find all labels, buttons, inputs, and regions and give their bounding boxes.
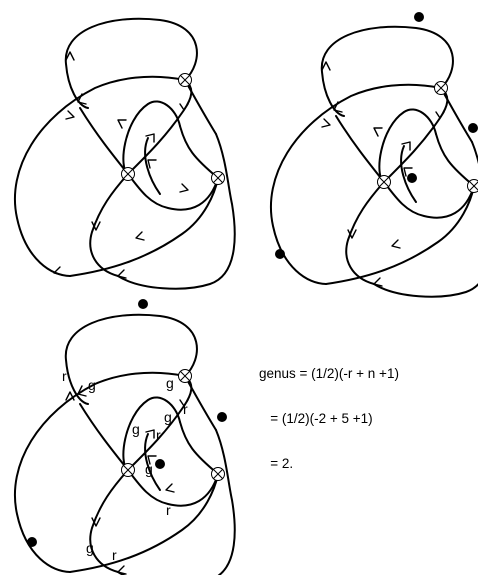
dot-top <box>138 299 148 309</box>
label-r: r <box>62 368 67 384</box>
formula-line-1: genus = (1/2)(-r + n +1) <box>259 366 399 381</box>
label-r: r <box>183 401 188 417</box>
label-g: g <box>164 409 172 425</box>
dot-center <box>407 173 417 183</box>
formula-line-2: = (1/2)(-2 + 5 +1) <box>259 411 373 426</box>
label-g: g <box>86 540 94 556</box>
dot-left <box>275 249 285 259</box>
genus-formula: genus = (1/2)(-r + n +1) = (1/2)(-2 + 5 … <box>259 336 399 486</box>
label-g: g <box>145 461 153 477</box>
label-g: g <box>166 375 174 391</box>
dot-center <box>155 459 165 469</box>
label-r: r <box>112 547 117 563</box>
dot-right <box>468 123 478 133</box>
label-r: r <box>156 427 161 443</box>
knot-diagram-panel-3: r g g g r g r g r g r <box>13 299 236 575</box>
label-g: g <box>132 421 140 437</box>
knot-diagram-panel-1 <box>13 17 236 290</box>
dot-left <box>27 537 37 547</box>
formula-line-3: = 2. <box>259 456 294 471</box>
label-g: g <box>88 377 96 393</box>
dot-right <box>217 412 227 422</box>
label-r: r <box>166 502 171 518</box>
dot-top <box>414 12 424 22</box>
knot-diagram-panel-2 <box>269 12 478 298</box>
